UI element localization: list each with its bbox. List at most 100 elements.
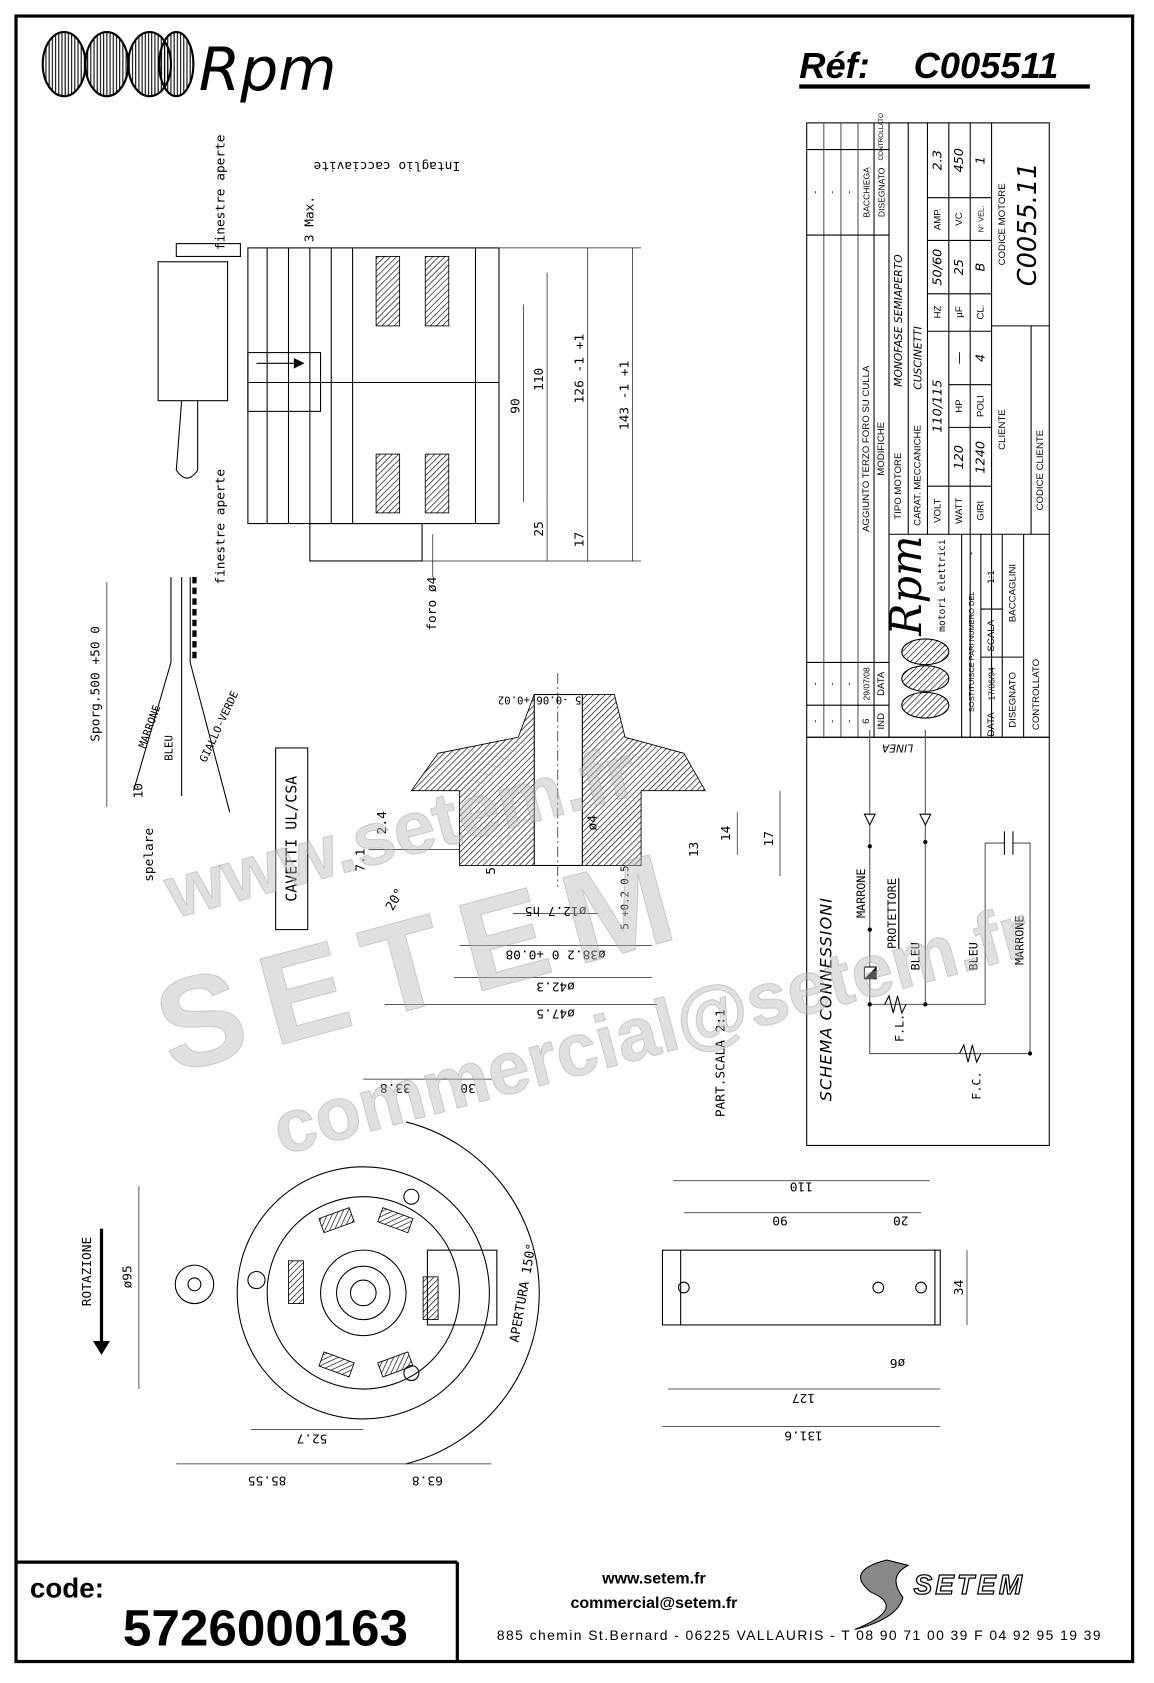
rev-drawn: BACCHIEGA: [862, 167, 872, 218]
dim-label: 63.8: [412, 1472, 443, 1487]
rev-header-ind: IND: [876, 713, 887, 730]
note-label: spelare: [142, 828, 157, 882]
rev-description: AGGIUNTO TERZO FORO SU CULLA: [861, 365, 872, 532]
revision-row: - - -: [810, 191, 821, 723]
coil-logo-icon: [901, 638, 950, 719]
motor-side-view: 90 110 126 -1 +1 143 -1 +1 25 17 foro ø4…: [157, 134, 642, 631]
rev-date: -: [827, 682, 838, 685]
motor-code-value: C0055.11: [1013, 162, 1043, 286]
reference-value: C005511: [914, 45, 1059, 86]
note-label: finestre aperte: [214, 134, 229, 250]
rev-header-date: DATA: [876, 671, 887, 696]
dim-label: Sporg.500 +50 0: [89, 626, 104, 742]
rev-ind: 6: [861, 719, 872, 724]
dim-label: 5 -0.06 +0.02: [498, 693, 582, 706]
resistor-fc-icon: [959, 1043, 982, 1064]
volt-value: 110/115: [931, 379, 946, 432]
footer-website[interactable]: www.setem.fr: [601, 1570, 706, 1588]
dim-label: 127: [792, 1390, 815, 1405]
scale-value: 1:1: [986, 570, 997, 583]
fc-label: F.C.: [970, 1071, 984, 1099]
rev-date: -: [844, 682, 855, 685]
wiring-diagram: SCHEMA CONNESSIONI LINEA MARRONE PROTETT…: [806, 729, 1050, 1146]
rev-header-checked: CONTROLLATO: [878, 113, 885, 160]
note-label: Intaglio cacciavite: [314, 158, 461, 173]
protector-label: PROTETTORE: [885, 878, 899, 949]
poles-value: 4: [973, 354, 988, 362]
revision-row: - - -: [844, 191, 855, 723]
dim-label: 17: [573, 532, 588, 547]
wire-label: BLEU: [162, 735, 175, 761]
dim-label: 17: [762, 831, 777, 846]
mechanical-value: CUSCINETTI: [911, 326, 924, 390]
footer-address: 885 chemin St.Bernard - 06225 VALLAURIS …: [497, 1627, 1101, 1643]
rev-drawn: -: [827, 191, 838, 194]
wire-label: MARRONE: [854, 869, 868, 919]
note-label: finestre aperte: [214, 469, 229, 585]
replaces-value: -: [966, 552, 977, 555]
vc-label: VC: [954, 212, 965, 225]
rpm-logo: Rpm: [41, 30, 337, 105]
scale-label: SCALA: [986, 619, 997, 651]
wire-label: BLEU: [966, 942, 980, 970]
revision-rows: - - - - - - - - - - 6 29/07/08 AGGIUNTO …: [810, 113, 887, 729]
speeds-value: 1: [973, 156, 988, 164]
motor-code-label: CODICE MOTORE: [997, 183, 1008, 265]
dim-label: ø42.3: [536, 979, 575, 994]
motor-type-value: MONOFASE SEMIAPERTO: [892, 254, 905, 386]
revision-header-row: IND DATA MODIFICHE DISEGNATO CONTROLLATO: [876, 113, 887, 729]
arrow-icon: [863, 813, 876, 827]
amp-value: 2.3: [931, 150, 946, 170]
drawn-by-value: BACCAGLINI: [1007, 564, 1018, 622]
class-value: B: [973, 263, 988, 272]
setem-logo-text: SETEM: [914, 1569, 1026, 1600]
rev-ind: -: [810, 720, 821, 723]
dim-label: 90: [509, 398, 524, 413]
drawn-by-label: DISEGNATO: [1007, 671, 1018, 727]
rev-drawn: -: [844, 191, 855, 194]
uf-value: 25: [952, 259, 967, 275]
logo-subtitle: motori elettrici: [937, 539, 948, 632]
title-block: - - - - - - - - - - 6 29/07/08 AGGIUNTO …: [806, 113, 1050, 738]
dimension-lines: [422, 247, 642, 577]
code-label: code:: [30, 1572, 104, 1603]
dim-label: 14: [719, 825, 734, 841]
rotation-label: ROTAZIONE: [80, 1237, 95, 1306]
code-value: 5726000163: [123, 1599, 408, 1656]
arrow-icon: [919, 813, 932, 827]
wire-label: MARRONE: [1012, 916, 1026, 966]
checked-by-label: CONTROLLATO: [1031, 658, 1042, 730]
dim-label: 25: [532, 521, 547, 536]
rev-header-drawn: DISEGNATO: [877, 167, 887, 217]
brand-name: Rpm: [199, 35, 337, 105]
client-code-label: CODICE CLIENTE: [1035, 430, 1046, 511]
sheet-border: [14, 14, 1135, 1664]
rpm-label: GIRI: [975, 501, 986, 521]
rev-date: 29/07/08: [862, 667, 872, 700]
rev-ind: -: [827, 720, 838, 723]
vc-value: 450: [952, 148, 967, 172]
rev-ind: -: [844, 720, 855, 723]
watt-label: WATT: [954, 498, 965, 524]
resistor-fl-icon: [884, 994, 907, 1015]
line-label: LINEA: [882, 741, 913, 754]
footer-email[interactable]: commercial@setem.fr: [570, 1594, 737, 1612]
bracket-view: 110 90 20 34 ø6 127 131.6: [661, 1179, 968, 1442]
wire-label: GIALLO-VERDE: [197, 689, 241, 764]
hp-label: HP: [954, 399, 965, 412]
dim-label: 3 Max.: [302, 196, 317, 242]
speeds-label: N° VEL.: [976, 206, 985, 233]
motor-type-label: TIPO MOTORE: [893, 453, 904, 520]
amp-label: AMP.: [933, 208, 944, 230]
setem-logo: SETEM: [854, 1559, 1026, 1630]
wiring-title: SCHEMA CONNESSIONI: [816, 897, 835, 1101]
reference-label: Réf:: [799, 45, 870, 86]
replaces-label: SOSTITUISCE PARI NUMERO DEL: [967, 591, 976, 712]
watt-value: 120: [952, 445, 967, 469]
volt-label: VOLT: [933, 498, 944, 523]
dim-label: APERTURA 150°: [507, 1242, 539, 1343]
fl-label: F.L.: [893, 1014, 907, 1042]
logo-brand: Rpm: [882, 536, 932, 637]
dim-label: 90: [772, 1213, 787, 1228]
cable-spec-label: CAVETTI UL/CSA: [283, 776, 301, 902]
